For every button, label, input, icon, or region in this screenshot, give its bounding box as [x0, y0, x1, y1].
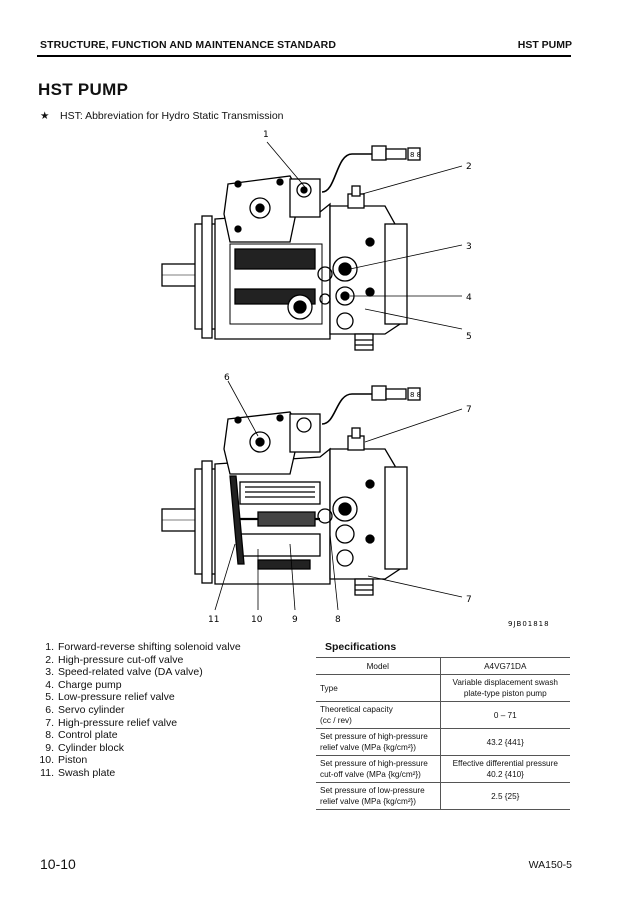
item-label: High-pressure relief valve — [58, 716, 178, 729]
item-label: Servo cylinder — [58, 703, 125, 716]
item-number: 2. — [45, 653, 54, 666]
spec-key: Type — [316, 674, 440, 702]
item-number: 4. — [45, 678, 54, 691]
spec-key-line: relief valve (MPa {kg/cm²}) — [320, 797, 417, 806]
item-number: 6. — [45, 703, 54, 716]
item-label: Piston — [58, 754, 88, 767]
spec-key-line: Set pressure of high-pressure — [320, 759, 428, 768]
pump-external-view — [161, 145, 421, 351]
list-item: 7. High-pressure relief valve — [32, 717, 302, 730]
callout-11: 11 — [208, 615, 219, 625]
spec-value: 2.5 {25} — [439, 782, 570, 810]
callout-3: 3 — [466, 242, 472, 252]
list-item: 2. High-pressure cut-off valve — [32, 654, 302, 667]
header-section-title: STRUCTURE, FUNCTION AND MAINTENANCE STAN… — [40, 39, 337, 51]
item-label: Low-pressure relief valve — [58, 691, 175, 704]
spec-key: Model — [316, 657, 440, 675]
callout-9: 9 — [292, 615, 298, 625]
spec-key-line: Set pressure of low-pressure — [320, 786, 425, 795]
item-label: High-pressure cut-off valve — [58, 653, 184, 666]
table-row: Set pressure of high-pressure relief valv… — [316, 728, 570, 756]
header-topic: HST PUMP — [517, 39, 572, 51]
abbreviation-text: HST: Abbreviation for Hydro Static Trans… — [60, 110, 284, 122]
list-item: 1. Forward-reverse shifting solenoid valv… — [32, 641, 302, 654]
specifications-title: Specifications — [325, 641, 397, 653]
item-label: Charge pump — [58, 678, 122, 691]
table-row: Set pressure of high-pressure cut-off val… — [316, 755, 570, 783]
spec-value: Effective differential pressure 40.2 {410… — [439, 755, 570, 783]
spec-key-line: Theoretical capacity — [320, 705, 393, 714]
spec-key-line: Type — [320, 683, 338, 693]
item-number: 7. — [45, 716, 54, 729]
list-item: 5. Low-pressure relief valve — [32, 691, 302, 704]
spec-key: Set pressure of low-pressure relief valve… — [316, 782, 440, 810]
list-item: 9. Cylinder block — [32, 742, 302, 755]
list-item: 11. Swash plate — [32, 767, 302, 780]
list-item: 4. Charge pump — [32, 679, 302, 692]
spec-value: A4VG71DA — [439, 657, 570, 675]
callout-10: 10 — [251, 615, 263, 625]
spec-key: Theoretical capacity (cc / rev) — [316, 701, 440, 729]
list-item: 10. Piston — [32, 754, 302, 767]
item-number: 8. — [45, 729, 54, 742]
list-item: 3. Speed-related valve (DA valve) — [32, 666, 302, 679]
spec-value: 43.2 {441} — [439, 728, 570, 756]
item-label: Control plate — [58, 729, 118, 742]
item-number: 5. — [45, 691, 54, 704]
callout-4: 4 — [466, 293, 472, 303]
item-label: Speed-related valve (DA valve) — [58, 666, 203, 679]
list-item: 8. Control plate — [32, 729, 302, 742]
spec-key-line: (cc / rev) — [320, 716, 352, 725]
callout-6: 6 — [224, 373, 230, 383]
parts-list: 1. Forward-reverse shifting solenoid valv… — [32, 641, 302, 780]
hst-pump-drawing: 1 2 3 4 5 6 7 7 11 10 9 8 8 8 8 8 9JB018… — [161, 130, 550, 628]
spec-key-line: Set pressure of high-pressure — [320, 732, 428, 741]
item-label: Swash plate — [58, 766, 116, 779]
spec-value-line: plate-type piston pump — [463, 689, 547, 698]
connector-label-top: 8 8 — [410, 151, 421, 159]
specifications-table: Model A4VG71DA Type Variable displacemen… — [316, 657, 570, 810]
star-icon: ★ — [40, 110, 50, 122]
item-number: 1. — [45, 641, 54, 653]
item-label: Cylinder block — [58, 741, 124, 754]
spec-key-line: relief valve (MPa {kg/cm²}) — [320, 743, 417, 752]
callout-1: 1 — [263, 130, 269, 140]
item-number: 9. — [45, 741, 54, 754]
callout-7-upper: 7 — [466, 405, 472, 415]
item-number: 3. — [45, 666, 54, 679]
spec-key: Set pressure of high-pressure cut-off val… — [316, 755, 440, 783]
spec-value-line: 40.2 {410} — [486, 770, 524, 779]
item-number: 11. — [40, 766, 54, 779]
spec-key-line: cut-off valve (MPa {kg/cm²}) — [320, 770, 421, 779]
table-row: Theoretical capacity (cc / rev) 0 – 71 — [316, 701, 570, 729]
figure-code: 9JB01818 — [508, 620, 550, 628]
table-row: Model A4VG71DA — [316, 657, 570, 675]
page-title: HST PUMP — [38, 80, 129, 99]
spec-key: Set pressure of high-pressure relief valv… — [316, 728, 440, 756]
callout-5: 5 — [466, 332, 472, 342]
table-row: Type Variable displacement swash plate-ty… — [316, 674, 570, 702]
item-label: Forward-reverse shifting solenoid valve — [58, 641, 241, 653]
pump-section-view — [161, 385, 421, 596]
callout-8: 8 — [335, 615, 341, 625]
spec-value-line: Variable displacement swash — [452, 678, 558, 687]
spec-value: 0 – 71 — [439, 701, 570, 729]
spec-value: Variable displacement swash plate-type pi… — [439, 674, 570, 702]
list-item: 6. Servo cylinder — [32, 704, 302, 717]
callout-7-lower: 7 — [466, 595, 472, 605]
spec-value-line: Effective differential pressure — [452, 759, 558, 768]
page-number: 10-10 — [40, 856, 76, 872]
header-rule — [37, 55, 571, 57]
item-number: 10. — [39, 754, 54, 767]
callout-2: 2 — [466, 162, 472, 172]
machine-model: WA150-5 — [528, 859, 572, 871]
connector-label-bottom: 8 8 — [410, 391, 421, 399]
abbreviation-note: ★ HST: Abbreviation for Hydro Static Tran… — [40, 110, 284, 122]
table-row: Set pressure of low-pressure relief valve… — [316, 782, 570, 810]
leader-lines — [214, 141, 463, 611]
